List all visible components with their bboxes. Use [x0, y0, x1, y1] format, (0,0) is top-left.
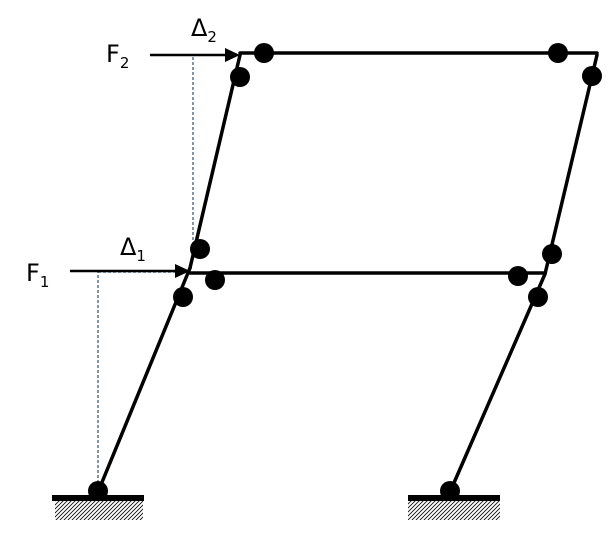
force-label-lower: F1 — [26, 259, 49, 291]
hinge-lower-beam-right — [508, 266, 528, 286]
force-arrow-upper-head — [225, 48, 240, 62]
hinge-lower-beam-left — [205, 270, 225, 290]
force-label-upper: F2 — [106, 40, 129, 72]
left-column-upper — [188, 53, 242, 270]
drift-label-lower: Δ1 — [120, 233, 146, 265]
hinge-right-column-below-floor-1 — [528, 287, 548, 307]
right-column-upper — [543, 53, 599, 276]
hinge-upper-beam-left — [254, 43, 274, 63]
hinge-right-base — [440, 481, 460, 501]
right-column-lower — [448, 272, 547, 494]
hinge-left-column-above-floor-1 — [190, 239, 210, 259]
hinge-left-column-top — [230, 67, 250, 87]
drift-label-lower-subscript: 1 — [136, 247, 146, 265]
drift-label-upper-subscript: 2 — [207, 28, 217, 46]
hinge-left-column-below-floor-1 — [173, 287, 193, 307]
left-column-lower — [96, 266, 192, 494]
hinge-upper-beam-right — [548, 43, 568, 63]
force-label-upper-subscript: 2 — [120, 54, 130, 72]
right-ground-hatching — [408, 500, 500, 520]
hinge-right-column-above-floor-1 — [542, 244, 562, 264]
drift-label-upper: Δ2 — [191, 14, 217, 46]
force-arrow-lower-head — [175, 264, 190, 278]
hinge-right-column-top — [582, 66, 602, 86]
left-ground-hatching — [55, 500, 143, 520]
hinge-left-base — [88, 481, 108, 501]
force-label-lower-subscript: 1 — [40, 273, 50, 291]
